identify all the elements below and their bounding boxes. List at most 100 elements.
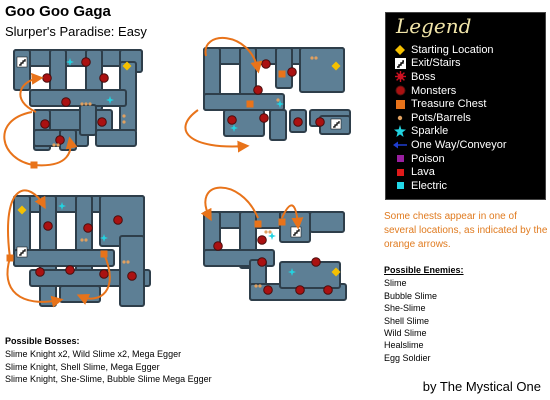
start-marker — [331, 61, 341, 71]
pot-marker — [122, 120, 126, 124]
monster-marker — [253, 85, 263, 95]
legend-item-pots: Pots/Barrels — [392, 111, 507, 125]
room-tile — [309, 211, 345, 233]
room-tile — [203, 93, 285, 111]
legend-item-electric: Electric — [392, 179, 507, 193]
pot-marker — [84, 238, 88, 242]
sparkle-marker — [100, 234, 108, 242]
monster-marker — [311, 257, 321, 267]
legend-item-exit: Exit/Stairs — [392, 57, 507, 71]
possible-enemies: Possible Enemies: Slime Bubble Slime She… — [384, 264, 464, 364]
monster-marker — [42, 73, 52, 83]
monster-marker — [257, 257, 267, 267]
legend-item-boss: Boss — [392, 70, 507, 84]
legend-label: Monsters — [411, 84, 457, 97]
sparkle-marker — [58, 202, 66, 210]
pot-marker — [276, 98, 280, 102]
legend-item-poison: Poison — [392, 152, 507, 166]
poison-icon — [392, 155, 408, 163]
chest-marker — [246, 100, 254, 108]
room-tile — [119, 235, 145, 307]
room-tile — [13, 49, 31, 91]
stairs-icon — [392, 57, 408, 69]
boss-group: Slime Knight x2, Wild Slime x2, Mega Egg… — [5, 349, 182, 360]
monster-marker — [323, 285, 333, 295]
chest-marker — [278, 218, 286, 226]
legend-item-lava: Lava — [392, 165, 507, 179]
pot-marker — [84, 102, 88, 106]
chest-route-arrow — [184, 109, 250, 153]
chest-location-note: Some chests appear in one of several loc… — [384, 211, 548, 250]
boss-group: Slime Knight, She-Slime, Bubble Slime Me… — [5, 374, 212, 385]
monster-marker — [213, 241, 223, 251]
stairs-steps — [19, 59, 26, 66]
monster-marker — [293, 117, 303, 127]
legend-item-start: Starting Location — [392, 43, 507, 57]
lava-icon — [392, 168, 408, 176]
map-title: Goo Goo Gaga — [5, 3, 111, 20]
room-tile — [269, 109, 287, 141]
room-tile — [95, 129, 137, 147]
monster-icon — [392, 85, 408, 96]
stairs-marker — [16, 246, 28, 258]
monster-marker — [257, 235, 267, 245]
legend-title: Legend — [396, 14, 472, 38]
sparkle-marker — [276, 100, 284, 108]
pot-marker — [80, 238, 84, 242]
chest-route-arrow — [3, 111, 78, 167]
stairs-marker — [330, 118, 342, 130]
pot-marker — [264, 230, 268, 234]
enemy-item: Bubble Slime — [384, 290, 438, 301]
boss-icon — [392, 71, 408, 83]
dungeon-floor-3 — [6, 189, 151, 308]
monster-marker — [43, 221, 53, 231]
pot-marker — [122, 114, 126, 118]
legend-item-chest: Treasure Chest — [392, 97, 507, 111]
enemies-heading: Possible Enemies: — [384, 265, 464, 275]
monster-marker — [99, 269, 109, 279]
enemy-item: Slime — [384, 278, 407, 289]
sparkle-marker — [106, 96, 114, 104]
dungeon-floor-2 — [184, 36, 351, 153]
room-tile — [59, 285, 101, 303]
legend-panel: Legend Starting Location Exit/Stairs Bos… — [385, 12, 546, 200]
pot-marker — [88, 102, 92, 106]
map-subtitle: Slurper's Paradise: Easy — [5, 24, 147, 39]
chest-route-arrow — [76, 253, 111, 305]
stairs-steps — [293, 229, 300, 236]
pot-marker — [268, 230, 272, 234]
pot-marker — [314, 56, 318, 60]
pot-marker — [254, 284, 258, 288]
monster-marker — [259, 113, 269, 123]
legend-item-sparkle: Sparkle — [392, 125, 507, 139]
monster-marker — [127, 271, 137, 281]
stairs-steps — [333, 121, 340, 128]
legend-label: Exit/Stairs — [411, 57, 461, 70]
chest-route-arrow — [281, 204, 304, 230]
pot-marker — [258, 284, 262, 288]
monster-marker — [83, 223, 93, 233]
diamond-icon — [392, 44, 408, 55]
sparkle-marker — [66, 58, 74, 66]
monster-marker — [97, 117, 107, 127]
monster-marker — [61, 97, 71, 107]
monster-marker — [315, 117, 325, 127]
sparkle-marker — [288, 268, 296, 276]
enemy-item: She-Slime — [384, 303, 426, 314]
dungeon-floor-4 — [200, 186, 347, 301]
room-tile — [29, 89, 127, 107]
monster-marker — [65, 265, 75, 275]
room-tile — [299, 47, 345, 93]
legend-label: Poison — [411, 152, 445, 165]
chest-route-arrow — [19, 72, 44, 113]
enemy-item: Wild Slime — [384, 328, 427, 339]
chest-marker — [254, 220, 262, 228]
legend-label: Starting Location — [411, 43, 494, 56]
legend-label: Lava — [411, 166, 435, 179]
room-tile — [13, 249, 115, 267]
legend-label: Pots/Barrels — [411, 111, 471, 124]
monster-marker — [35, 267, 45, 277]
pot-marker — [80, 102, 84, 106]
chest-route-arrow — [6, 257, 64, 308]
monster-marker — [263, 285, 273, 295]
